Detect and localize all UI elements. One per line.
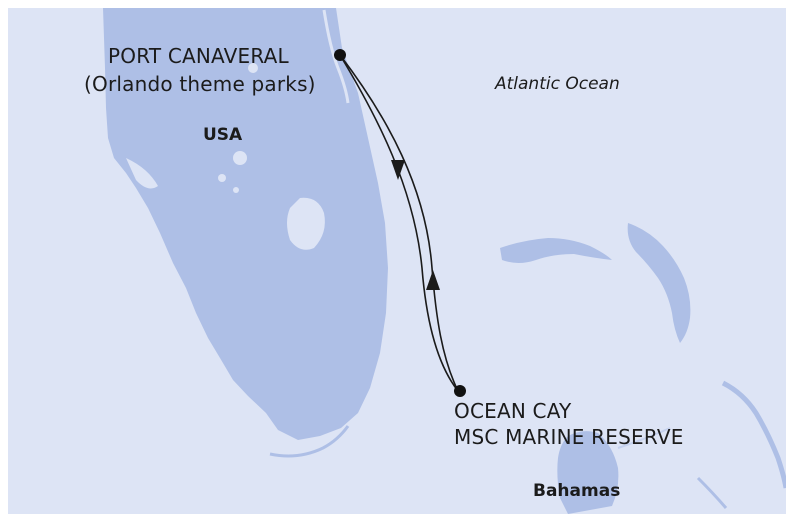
lake-okeechobee (287, 197, 325, 250)
route-line-outbound (339, 54, 459, 392)
ocean-label-atlantic: Atlantic Ocean (495, 74, 620, 94)
country-label-bahamas: Bahamas (533, 481, 621, 501)
florida-keys (269, 425, 350, 458)
route-line-return (339, 54, 459, 392)
port-dot-port-canaveral (334, 49, 346, 61)
country-label-usa: USA (203, 125, 243, 145)
route-arrow-north (426, 270, 440, 290)
route-arrow-south (391, 160, 405, 180)
bahamas-grand-bahama (500, 238, 612, 263)
bahamas-exuma (696, 476, 728, 509)
small-lake (248, 63, 258, 73)
bahamas-abaco (627, 223, 691, 343)
port-name-msc-marine-reserve: MSC MARINE RESERVE (454, 425, 684, 449)
bahamas-reef (617, 427, 671, 449)
port-note-orlando: (Orlando theme parks) (84, 72, 316, 96)
route-map (8, 8, 786, 514)
florida-landmass (103, 8, 388, 440)
port-name-port-canaveral: PORT CANAVERAL (108, 44, 289, 68)
small-lake (233, 187, 239, 193)
coastal-lagoon (322, 9, 350, 104)
port-dot-ocean-cay (454, 385, 466, 397)
port-name-ocean-cay: OCEAN CAY (454, 399, 572, 423)
small-lake (218, 174, 226, 182)
tampa-bay (126, 158, 158, 189)
small-lake (233, 151, 247, 165)
bahamas-andros (557, 431, 619, 514)
bahamas-eleuthera (721, 380, 786, 489)
